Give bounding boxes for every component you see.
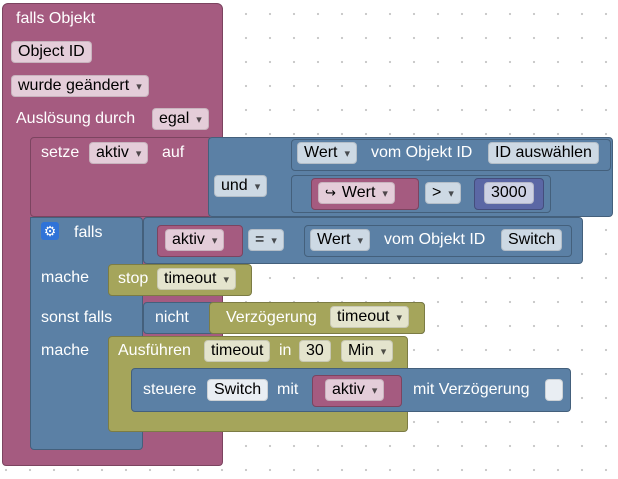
number-3000-field[interactable]: 3000: [484, 182, 534, 204]
auf-label: auf: [162, 144, 185, 161]
old-value-dropdown[interactable]: ↪ Wert: [318, 182, 395, 204]
switch-id-field[interactable]: Switch: [501, 229, 563, 251]
stop-timeout-dropdown[interactable]: timeout: [157, 268, 236, 290]
setze-label: setze: [41, 144, 80, 161]
return-arrow-icon: ↪: [325, 185, 336, 200]
vom-objekt-id-label: vom Objekt ID: [371, 144, 473, 161]
mit-verzoegerung-label: mit Verzögerung: [413, 381, 530, 398]
id-select-field[interactable]: ID auswählen: [488, 142, 599, 164]
sonst-falls-label: sonst falls: [41, 309, 113, 326]
object-id-field[interactable]: Object ID: [11, 41, 92, 63]
delay-value-field[interactable]: 30: [299, 340, 331, 362]
and-operator-dropdown[interactable]: und: [214, 175, 268, 197]
condition-dropdown[interactable]: wurde geändert: [11, 75, 149, 97]
time-unit-dropdown[interactable]: Min: [341, 340, 394, 362]
steuere-label: steuere: [143, 381, 197, 398]
greater-than-dropdown[interactable]: >: [425, 182, 461, 204]
mache-label-1: mache: [41, 269, 90, 286]
execute-timeout-field[interactable]: timeout: [204, 340, 271, 362]
mit-label: mit: [277, 381, 299, 398]
delay-checkbox[interactable]: [545, 379, 563, 401]
aktiv-variable-dropdown[interactable]: aktiv: [165, 229, 225, 251]
switch-wert-dropdown[interactable]: Wert: [310, 229, 371, 251]
set-variable-dropdown[interactable]: aktiv: [89, 142, 149, 164]
switch-target-field[interactable]: Switch: [207, 379, 269, 401]
ausloesung-label: Auslösung durch: [16, 110, 136, 127]
mache-label-2: mache: [41, 342, 90, 359]
equals-operator-dropdown[interactable]: =: [248, 229, 284, 251]
old-wert-label: Wert: [341, 184, 376, 201]
ausloesung-dropdown[interactable]: egal: [152, 108, 209, 130]
gear-icon[interactable]: ⚙: [41, 222, 59, 240]
switch-vom-objekt-id-label: vom Objekt ID: [384, 231, 486, 248]
verzoegerung-label: Verzögerung: [226, 309, 317, 326]
wert-dropdown[interactable]: Wert: [297, 142, 358, 164]
mit-aktiv-dropdown[interactable]: aktiv: [325, 379, 385, 401]
delay-timeout-dropdown[interactable]: timeout: [330, 306, 409, 328]
in-label: in: [279, 342, 292, 359]
nicht-label: nicht: [155, 309, 189, 326]
falls-label: falls: [74, 224, 103, 241]
ausfuehren-label: Ausführen: [118, 342, 191, 359]
stop-label: stop: [118, 270, 149, 287]
trigger-header: falls Objekt: [16, 10, 96, 27]
